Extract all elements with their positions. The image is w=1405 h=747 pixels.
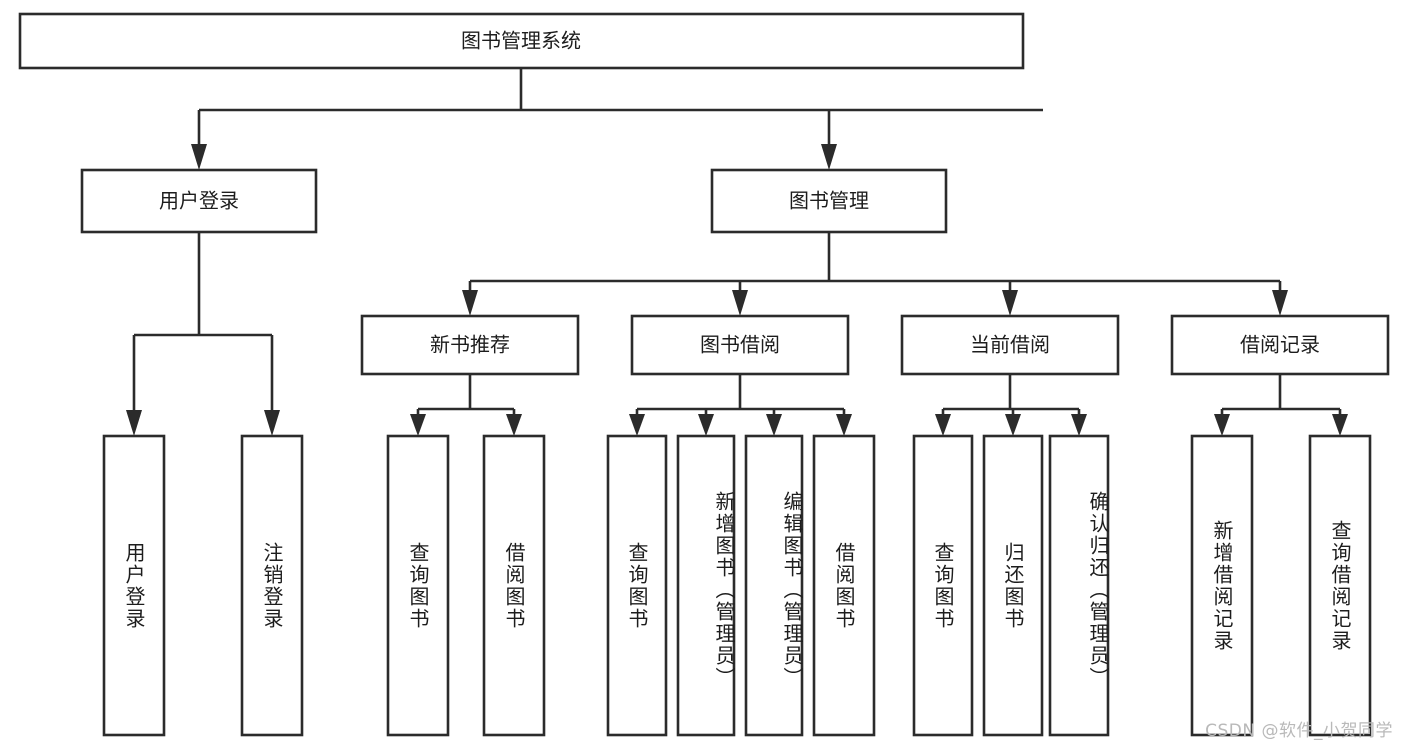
new-book-rec-label: 新书推荐 [430,333,510,357]
leaf-boxes [102,434,1372,737]
arrow-to-leaf-confirm-return [1071,414,1087,436]
current-borrow-label: 当前借阅 [970,333,1050,357]
arrow-to-leaf-borrow-book-2 [836,414,852,436]
arrow-to-leaf-user-login [126,410,142,436]
node-root[interactable]: 图书管理系统 [18,12,1025,70]
node-book-manage[interactable]: 图书管理 [710,168,948,234]
leaf-box-add-record[interactable] [1190,434,1254,737]
csdn-watermark: CSDN @软件_小贺同学 [1205,721,1393,741]
new-book-rec-box[interactable] [360,314,580,376]
node-new-book-rec[interactable]: 新书推荐 [360,314,580,376]
root-label: 图书管理系统 [461,29,581,53]
arrow-to-book-borrow [732,290,748,316]
arrow-to-leaf-add-record [1214,414,1230,436]
leaf-box-borrow-book-1[interactable] [482,434,546,737]
node-current-borrow[interactable]: 当前借阅 [900,314,1120,376]
leaf-box-add-book[interactable] [676,434,736,737]
arrow-to-leaf-query-book-2 [629,414,645,436]
arrow-to-borrow-record [1272,290,1288,316]
arrow-to-current-borrow [1002,290,1018,316]
connector-current-borrow-to-leaves [935,374,1087,436]
current-borrow-box[interactable] [900,314,1120,376]
user-login-box[interactable] [80,168,318,234]
arrow-to-leaf-add-book [698,414,714,436]
arrow-to-leaf-borrow-book-1 [506,414,522,436]
leaf-box-query-book-3[interactable] [912,434,974,737]
connector-root-to-level2 [191,68,1043,170]
book-borrow-label: 图书借阅 [700,333,780,357]
leaf-box-return-book[interactable] [982,434,1044,737]
leaf-box-user-login[interactable] [102,434,166,737]
arrow-to-leaf-logout [264,410,280,436]
leaf-box-query-book-2[interactable] [606,434,668,737]
node-borrow-record[interactable]: 借阅记录 [1170,314,1390,376]
leaf-box-query-book-1[interactable] [386,434,450,737]
user-login-label: 用户登录 [159,189,239,213]
connector-book-borrow-to-leaves [629,374,852,436]
arrow-to-user-login [191,144,207,170]
root-box[interactable] [18,12,1025,70]
arrow-to-book-manage [821,144,837,170]
arrow-to-leaf-query-book-1 [410,414,426,436]
arrow-to-leaf-query-record [1332,414,1348,436]
arrow-to-leaf-return-book [1005,414,1021,436]
arrow-to-leaf-query-book-3 [935,414,951,436]
leaf-box-query-record[interactable] [1308,434,1372,737]
connector-borrow-record-to-leaves [1214,374,1348,436]
book-manage-label: 图书管理 [789,189,869,213]
leaf-box-confirm-return[interactable] [1048,434,1110,737]
arrow-to-leaf-edit-book [766,414,782,436]
node-book-borrow[interactable]: 图书借阅 [630,314,850,376]
leaf-box-logout[interactable] [240,434,304,737]
arrow-to-new-book-rec [462,290,478,316]
connector-new-book-rec-to-leaves [410,374,522,436]
leaf-box-edit-book[interactable] [744,434,804,737]
connector-book-manage-to-level3 [462,232,1288,316]
borrow-record-label: 借阅记录 [1240,333,1320,357]
connector-user-login-to-leaves [126,232,280,436]
leaf-box-borrow-book-2[interactable] [812,434,876,737]
node-user-login[interactable]: 用户登录 [80,168,318,234]
